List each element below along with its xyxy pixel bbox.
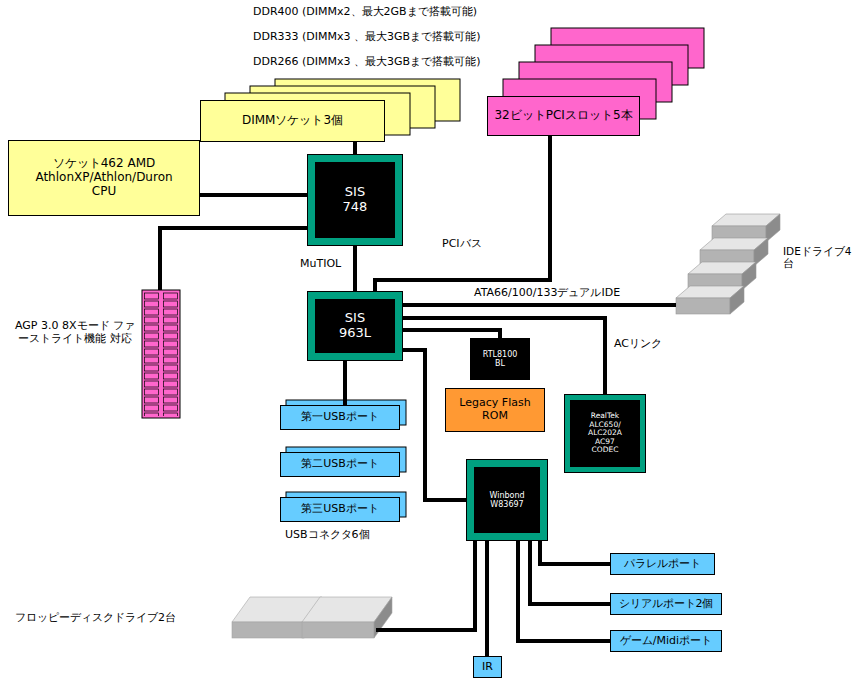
node-text: 第三USBポート	[301, 503, 379, 516]
bus-line	[540, 540, 610, 564]
node-text: AGP 3.0 8Xモード ファーストライト機能 対応	[15, 320, 135, 345]
memory-spec: DDR400 (DIMMx2、最大2GBまで搭載可能)	[253, 6, 477, 19]
node-text: 第二USBポート	[301, 458, 379, 471]
usb-count-note: USBコネクタ6個	[285, 529, 370, 542]
cpu-box: ソケット462 AMD AthlonXP/Athlon/Duron CPU	[8, 140, 200, 216]
usb-port-box: 第三USBポート	[280, 497, 400, 522]
bus-line	[402, 303, 676, 307]
floppy-drives: フロッピーディスクドライブ2台	[10, 575, 376, 655]
usb-port-box: 第二USBポート	[280, 452, 400, 477]
node-text: シリアルポート2個	[619, 598, 714, 611]
bus-line	[402, 330, 500, 338]
bus-line	[485, 540, 489, 656]
node-text: ゲーム/Midiポート	[620, 635, 712, 648]
node-text: SIS 748	[338, 185, 372, 215]
bus-line	[200, 193, 308, 197]
port-box: ゲーム/Midiポート	[610, 630, 722, 652]
floppy-drives	[232, 597, 392, 638]
node-text: SIS 963L	[335, 311, 375, 341]
bus-label: ATA66/100/133デュアルIDE	[472, 287, 622, 300]
bus-line	[530, 540, 610, 604]
bus-line	[518, 540, 610, 641]
bus-label: MuTIOL	[298, 258, 343, 271]
agp-slot	[142, 290, 180, 418]
node-text: ソケット462 AMD AthlonXP/Athlon/Duron CPU	[34, 157, 174, 198]
usb-port-box: 第一USBポート	[280, 405, 400, 430]
memory-spec: DDR333 (DIMMx3 、最大3GBまで搭載可能)	[253, 31, 480, 44]
node-text: IDEドライブ4台	[783, 245, 861, 269]
flash-rom-box: Legacy Flash ROM	[445, 388, 545, 432]
ide-drive-stairs	[676, 214, 780, 314]
pci-slot-box: 32ビットPCIスロット5本	[487, 96, 640, 136]
bus-line	[160, 228, 308, 290]
node-text: IR	[482, 661, 493, 674]
node-text: RTL8100 BL	[480, 350, 520, 368]
bus-line	[353, 142, 357, 155]
node-text: Winbond W83697	[484, 491, 530, 509]
agp-slot: AGP 3.0 8Xモード ファーストライト機能 対応	[15, 290, 182, 418]
port-box: IR	[473, 656, 502, 678]
node-text: DIMMソケット3個	[242, 114, 343, 128]
ide-drives: IDEドライブ4台	[676, 195, 862, 325]
bus-line	[353, 245, 357, 292]
port-box: パラレルポート	[610, 553, 715, 575]
port-box: シリアルポート2個	[610, 593, 722, 615]
lan-chip: RTL8100 BL	[470, 338, 530, 380]
memory-spec: DDR266 (DIMMx3 、最大3GBまで搭載可能)	[253, 56, 480, 69]
chipset-chip: SIS 748	[308, 155, 402, 245]
bus-line	[402, 318, 605, 395]
audio-codec-chip: RealTek ALC650/ ALC202A AC97 CODEC	[565, 395, 645, 472]
bus-line	[343, 360, 347, 405]
node-text: RealTek ALC650/ ALC202A AC97 CODEC	[585, 412, 625, 455]
superio-chip: Winbond W83697	[467, 460, 547, 540]
chipset-chip: SIS 963L	[308, 292, 402, 360]
node-text: パラレルポート	[624, 558, 701, 571]
bus-line	[376, 540, 475, 630]
bus-label: ACリンク	[612, 338, 664, 351]
bus-label: PCIバス	[440, 238, 484, 251]
memory-slot-box: DIMMソケット3個	[200, 100, 385, 142]
node-text: フロッピーディスクドライブ2台	[15, 612, 176, 625]
node-text: 第一USBポート	[301, 411, 379, 424]
node-text: Legacy Flash ROM	[455, 397, 535, 422]
node-text: 32ビットPCIスロット5本	[494, 109, 632, 123]
